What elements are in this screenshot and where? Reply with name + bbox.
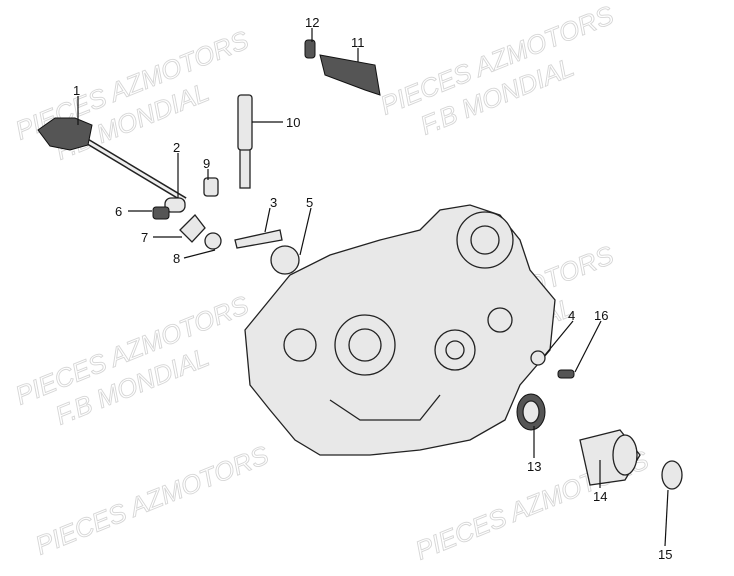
label-5: 5: [306, 195, 313, 210]
label-13: 13: [527, 459, 541, 474]
label-16: 16: [594, 308, 608, 323]
label-6: 6: [115, 204, 122, 219]
label-9: 9: [203, 156, 210, 171]
label-4: 4: [568, 308, 575, 323]
label-14: 14: [593, 489, 607, 504]
leader-lines: [77, 28, 669, 547]
label-12: 12: [305, 15, 319, 30]
label-15: 15: [658, 547, 672, 562]
label-11: 11: [351, 35, 365, 50]
label-2: 2: [173, 140, 180, 155]
label-3: 3: [270, 195, 277, 210]
part-labels: 1 2 3 4 5 6 7 8 9 10 11 12 13 14 15 16: [73, 15, 672, 562]
label-7: 7: [141, 230, 148, 245]
small-parts: [152, 39, 683, 490]
crankcase: [244, 204, 556, 456]
label-8: 8: [173, 251, 180, 266]
shift-shaft: [37, 117, 187, 213]
label-10: 10: [286, 115, 300, 130]
watermark-line1: PIECES AZMOTORS: [31, 439, 273, 560]
label-1: 1: [73, 83, 80, 98]
